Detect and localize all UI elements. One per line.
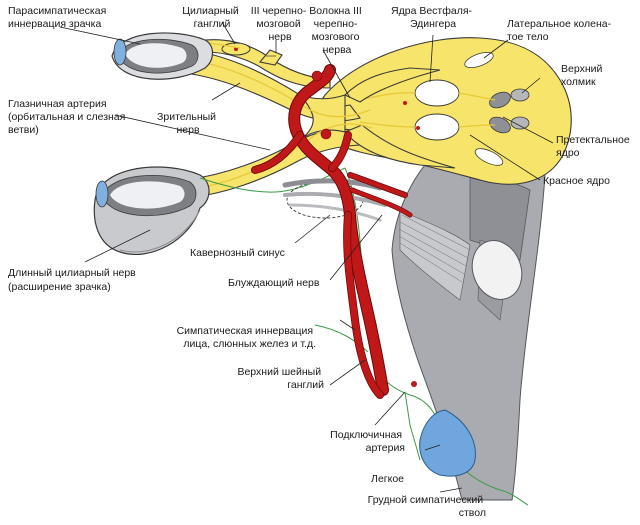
label-sympathetic-face: Симпатическая иннервация лица, слюнных ж… — [177, 325, 316, 350]
label-superior-cervical: Верхний шейный ганглий — [237, 366, 324, 391]
brainstem — [391, 149, 546, 501]
midbrain — [317, 37, 572, 185]
westphal-nucleus-upper — [414, 79, 460, 107]
label-long-ciliary: Длинный цилиарный нерв (расширение зрачк… — [8, 267, 139, 293]
subclavian-artery-dot — [411, 381, 417, 387]
label-cavernous-sinus: Кавернозный синус — [190, 247, 285, 259]
cornea-lower — [95, 180, 109, 208]
label-lung: Легкое — [371, 473, 404, 485]
label-westphal: Ядра Вестфаля- Эдингера — [391, 5, 475, 30]
superior-colliculus-upper — [510, 88, 530, 102]
lateral-geniculate-lower — [474, 148, 504, 166]
lung — [419, 409, 476, 477]
pons-fibers — [398, 214, 471, 283]
label-vagus: Блуждающий нерв — [228, 277, 320, 289]
label-thoracic-trunk: Грудной симпатический ствол — [368, 494, 486, 519]
arteries — [251, 64, 417, 399]
label-ophthalmic-artery: Глазничная артерия (орбитальная и слезна… — [8, 98, 128, 136]
label-optic-nerve: Зрительный нерв — [157, 111, 219, 136]
leader-lines — [59, 21, 554, 493]
label-cn3: III черепно- мозговой нерв — [251, 5, 309, 43]
eye-lower — [93, 166, 210, 256]
labels: Парасимпатическая иннервация зрачка Цили… — [8, 5, 633, 519]
label-pretectal: Претектальное ядро — [556, 134, 633, 159]
label-lgn: Латеральное колена- тое тело — [507, 18, 614, 43]
westphal-nucleus-lower — [414, 113, 460, 141]
pretectal-nucleus-lower — [489, 116, 511, 134]
flocculus — [471, 240, 523, 300]
cavernous-sinus — [282, 178, 387, 222]
eye-upper — [111, 32, 214, 80]
label-subclavian: Подключичная артерия — [330, 429, 405, 454]
label-red-nucleus: Красное ядро — [543, 175, 610, 187]
label-ciliary-ganglion: Цилиарный ганглий — [182, 5, 241, 30]
cornea-upper — [113, 38, 127, 66]
label-parasympathetic: Парасимпатическая иннервация зрачка — [8, 5, 109, 30]
oculomotor-nerve — [149, 39, 331, 89]
pretectal-nucleus-upper — [489, 91, 511, 109]
label-superior-colliculus: Верхний холмик — [561, 63, 605, 88]
label-cn3-fibers: Волокна III черепно- мозгового нерва — [309, 5, 365, 56]
superior-colliculus-lower — [510, 116, 530, 130]
